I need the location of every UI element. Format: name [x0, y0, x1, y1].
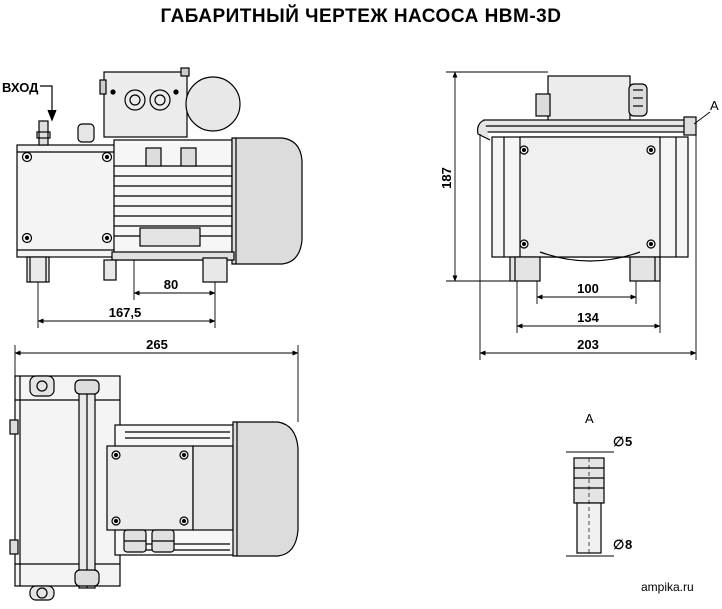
- inlet-label: ВХОД: [2, 80, 39, 95]
- diameter-5-label: 5: [625, 434, 632, 449]
- dimension-167-5-label: 167,5: [109, 305, 142, 320]
- dimension-187: [446, 71, 548, 282]
- drawing-title: ГАБАРИТНЫЙ ЧЕРТЕЖ НАСОСА НВМ-3D: [160, 6, 562, 27]
- dimension-265-label: 265: [146, 337, 168, 352]
- diameter-symbol-icon: ∅: [613, 537, 624, 552]
- diameter-symbol-icon: ∅: [613, 434, 624, 449]
- dimension-80-label: 80: [164, 277, 178, 292]
- dimension-100: [536, 281, 637, 304]
- dimension-100-label: 100: [577, 281, 599, 296]
- detail-a-leader: [693, 111, 711, 125]
- detail-a-dimensions: [566, 451, 614, 557]
- watermark: ampika.ru: [641, 580, 694, 594]
- front-view: [16, 67, 303, 283]
- dimension-187-label: 187: [439, 167, 454, 189]
- dimension-134-label: 134: [577, 310, 599, 325]
- dimension-80: [133, 260, 216, 300]
- dimension-167-5: [37, 282, 216, 328]
- diameter-8-label: 8: [625, 537, 632, 552]
- top-view: [9, 375, 299, 601]
- side-view: [477, 75, 697, 282]
- dimension-265: [14, 345, 299, 422]
- dimension-203: [479, 134, 697, 360]
- detail-a-fitting: [573, 457, 605, 554]
- detail-a-marker: А: [710, 98, 719, 113]
- dimension-134: [516, 281, 661, 333]
- dimension-203-label: 203: [577, 337, 599, 352]
- detail-a-title: А: [585, 411, 594, 426]
